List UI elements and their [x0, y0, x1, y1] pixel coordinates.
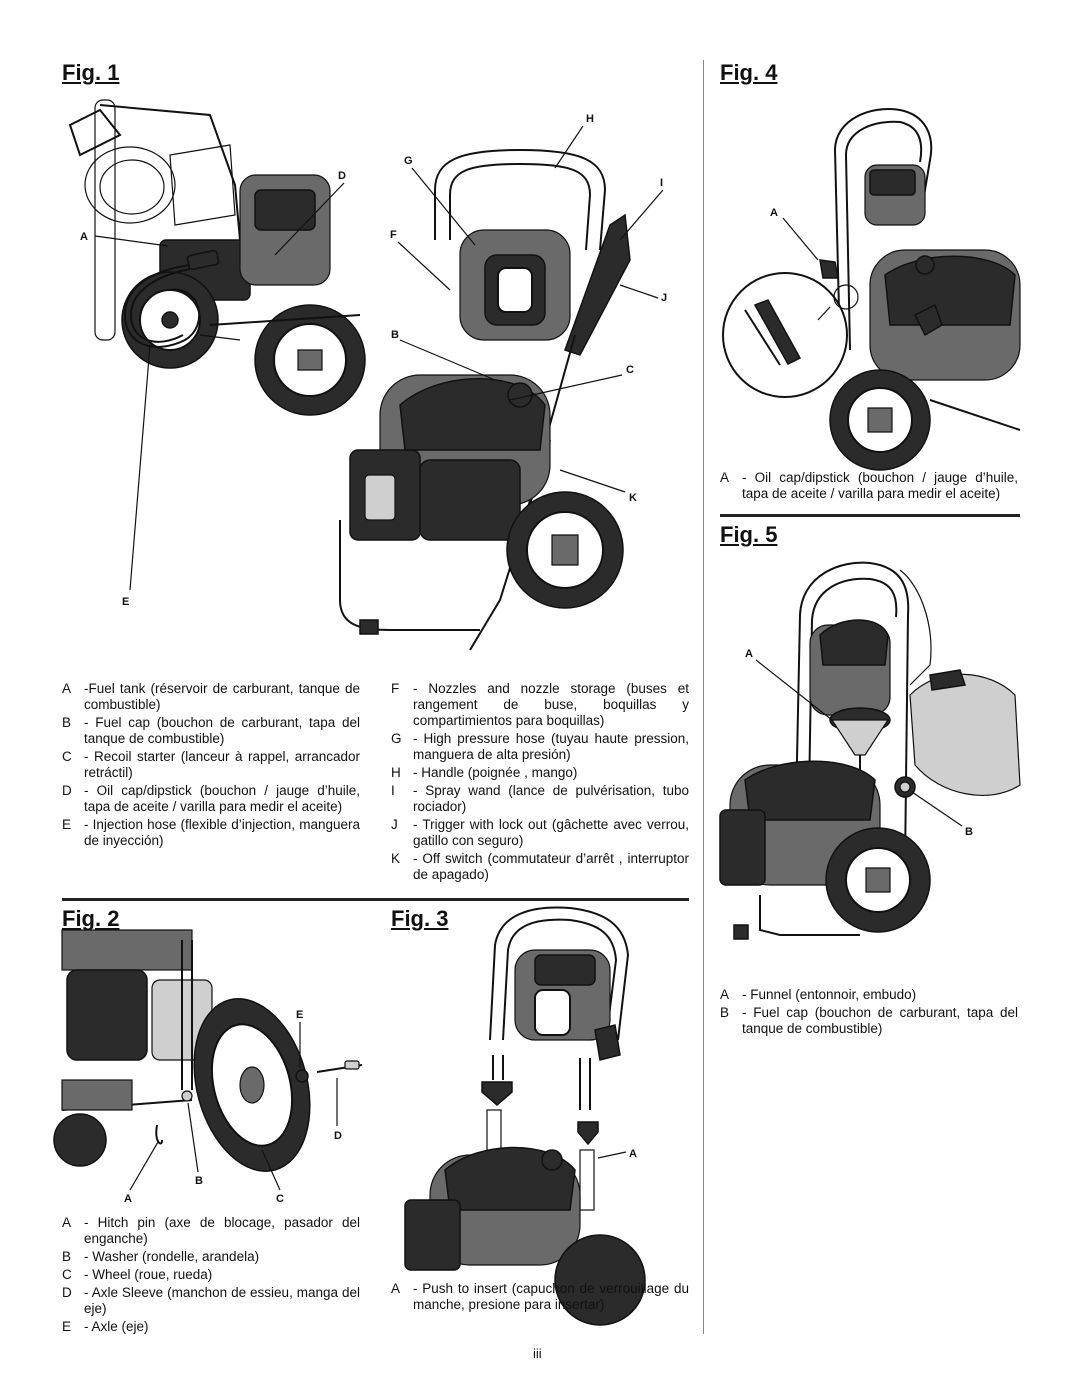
- fig2-title: Fig. 2: [62, 906, 120, 931]
- legend-item: B- Fuel cap (bouchon de carburant, tapa …: [720, 1005, 1018, 1036]
- fig1-callout-I: I: [660, 177, 664, 189]
- section-divider: [720, 514, 1020, 517]
- fig2-callout-E: E: [296, 1009, 304, 1021]
- legend-item: A- Push to insert (capuchon de verrouill…: [391, 1281, 689, 1312]
- legend-item: F- Nozzles and nozzle storage (buses et …: [391, 681, 689, 728]
- legend-item: J- Trigger with lock out (gâchette avec …: [391, 817, 689, 848]
- fig4-legend: A- Oil cap/dipstick (bouchon / jauge d’h…: [720, 470, 1018, 504]
- legend-item: D- Axle Sleeve (manchon de essieu, manga…: [62, 1285, 360, 1316]
- legend-item: C- Recoil starter (lanceur à rappel, arr…: [62, 749, 360, 780]
- fig5-callout-A: A: [745, 648, 753, 660]
- fig3-legend: A- Push to insert (capuchon de verrouill…: [391, 1281, 689, 1315]
- fig3-callout-A: A: [629, 1148, 637, 1160]
- fig1-callout-K: K: [629, 492, 637, 504]
- fig1-callout-G: G: [404, 155, 413, 167]
- fig1-callout-A: A: [80, 231, 88, 243]
- fig1-callout-J: J: [661, 292, 668, 304]
- fig1-title: Fig. 1: [62, 60, 120, 85]
- fig2-callout-B: B: [195, 1175, 203, 1187]
- fig2-callout-D: D: [334, 1130, 342, 1142]
- fig1-injection-hose-illustration: [123, 249, 220, 591]
- fig1-callout-C: C: [626, 364, 634, 376]
- legend-item: A- Funnel (entonnoir, embudo): [720, 987, 917, 1002]
- page-number: iii: [533, 1346, 542, 1361]
- legend-item: E- Injection hose (flexible d’injection,…: [62, 817, 360, 848]
- legend-item: B- Fuel cap (bouchon de carburant, tapa …: [62, 715, 360, 746]
- fig2-legend: A- Hitch pin (axe de blocage, pasador de…: [62, 1215, 360, 1337]
- fig5-legend: A- Funnel (entonnoir, embudo) B- Fuel ca…: [720, 987, 1018, 1039]
- legend-item: G- High pressure hose (tuyau haute press…: [391, 731, 689, 762]
- legend-item: B- Washer (rondelle, arandela): [62, 1249, 260, 1264]
- legend-item: C- Wheel (roue, rueda): [62, 1267, 213, 1282]
- fig1-callout-E: E: [122, 596, 130, 608]
- fig2-callout-A: A: [124, 1193, 132, 1205]
- legend-item: D- Oil cap/dipstick (bouchon / jauge d’h…: [62, 783, 360, 814]
- column-divider: [703, 60, 704, 1334]
- fig1-callout-H: H: [586, 113, 594, 125]
- legend-item: A- Hitch pin (axe de blocage, pasador de…: [62, 1215, 360, 1246]
- fig3-handle-insert-illustration: [404, 906, 646, 1326]
- fig4-oil-dipstick-illustration: [722, 108, 1021, 471]
- fig1-callout-D: D: [338, 170, 346, 182]
- fig1-legend-right: F- Nozzles and nozzle storage (buses et …: [391, 681, 689, 885]
- fig1-rear-view-illustration: [68, 99, 366, 416]
- fig1-front-view-illustration: [339, 148, 631, 651]
- legend-item: I- Spray wand (lance de pulvérisation, t…: [391, 783, 689, 814]
- fig2-wheel-assembly-illustration: [53, 929, 363, 1172]
- legend-item: A-Fuel tank (réservoir de carburant, tan…: [62, 681, 360, 712]
- fig4-title: Fig. 4: [720, 60, 778, 85]
- legend-item: A- Oil cap/dipstick (bouchon / jauge d’h…: [720, 470, 1018, 501]
- fig4-callout-A: A: [770, 207, 778, 219]
- fig3-title: Fig. 3: [391, 906, 449, 931]
- fig5-title: Fig. 5: [720, 522, 778, 547]
- fig2-callout-C: C: [276, 1193, 284, 1205]
- fig5-fuel-funnel-illustration: [719, 561, 1021, 940]
- legend-item: E- Axle (eje): [62, 1319, 149, 1334]
- section-divider: [62, 898, 689, 901]
- fig1-callout-F: F: [390, 229, 397, 241]
- fig1-legend-left: A-Fuel tank (réservoir de carburant, tan…: [62, 681, 360, 851]
- legend-item: K- Off switch (commutateur d’arrêt , int…: [391, 851, 689, 882]
- legend-item: H- Handle (poignée , mango): [391, 765, 578, 780]
- fig5-callout-B: B: [965, 826, 973, 838]
- fig1-callout-B: B: [391, 329, 399, 341]
